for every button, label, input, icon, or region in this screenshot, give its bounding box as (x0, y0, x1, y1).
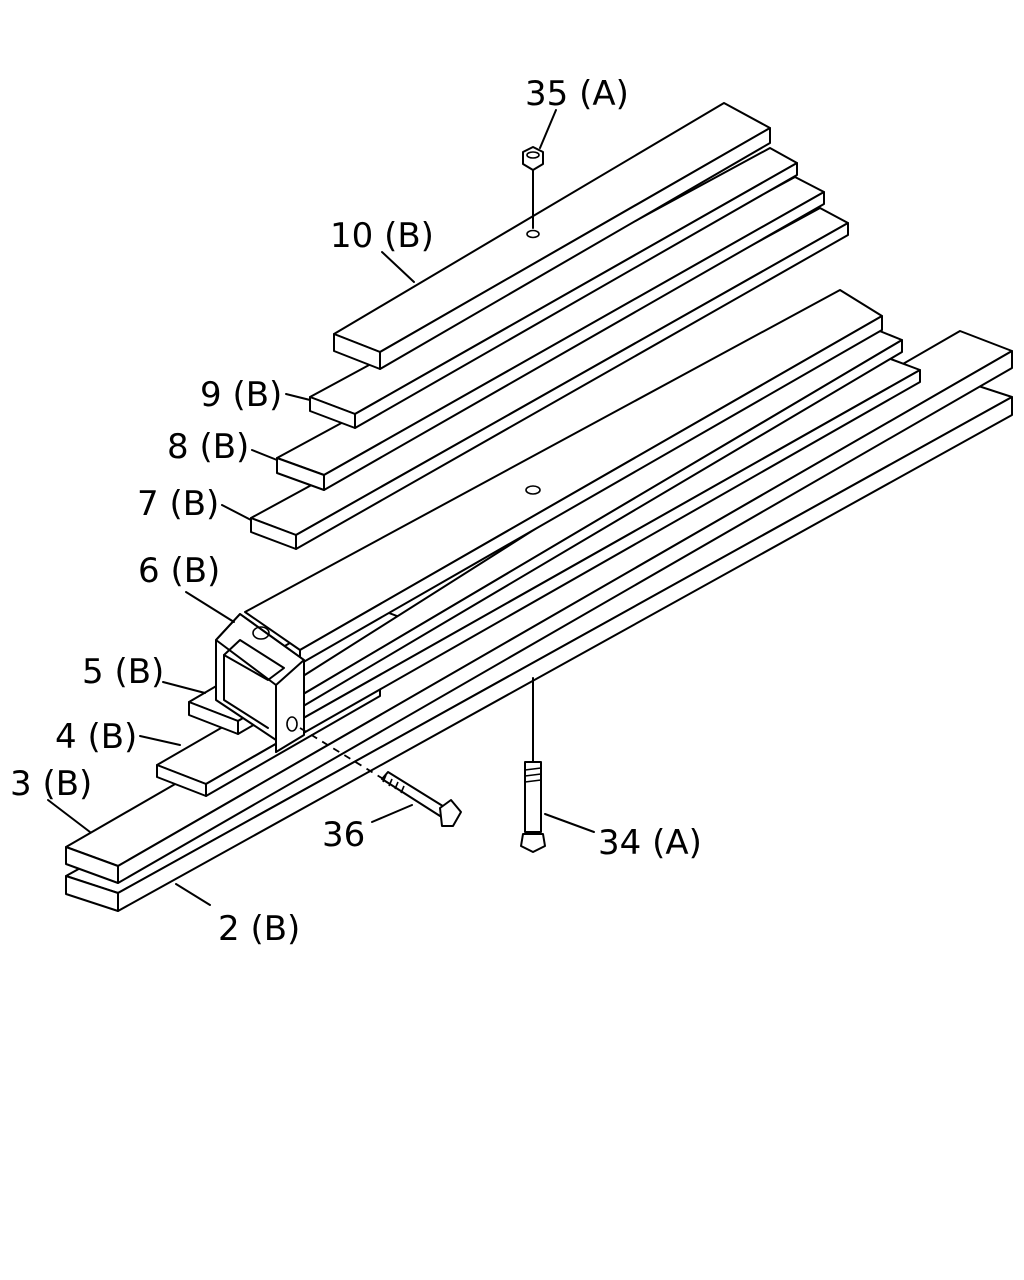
label-10: 10 (B) (330, 216, 434, 256)
label-34: 34 (A) (598, 823, 702, 863)
label-5: 5 (B) (82, 652, 164, 692)
leader-5 (162, 681, 206, 694)
label-3: 3 (B) (10, 764, 92, 804)
leader-34 (544, 813, 595, 833)
label-7: 7 (B) (137, 484, 219, 524)
label-36: 36 (322, 815, 365, 855)
label-35: 35 (A) (525, 74, 629, 114)
leader-3 (47, 799, 91, 833)
label-6: 6 (B) (138, 551, 220, 591)
leader-9 (285, 393, 311, 401)
center-hole (525, 485, 541, 495)
leader-8 (251, 449, 278, 461)
leaf-10 (333, 102, 771, 370)
top-hole (526, 229, 540, 239)
leader-36 (371, 804, 413, 823)
leader-4 (139, 735, 181, 746)
leaf-6 (244, 289, 883, 665)
leader-7 (221, 504, 252, 521)
label-9: 9 (B) (200, 375, 282, 415)
label-8: 8 (B) (167, 427, 249, 467)
center-bolt-34 (520, 761, 546, 853)
rebound-clip (215, 613, 305, 753)
center-nut-35 (522, 146, 544, 171)
leader-2 (175, 883, 211, 906)
leaf-6-middle (299, 322, 903, 709)
leader-35 (539, 109, 557, 149)
bolt-36 (381, 771, 462, 827)
leaf-7 (250, 207, 849, 550)
leader-6 (185, 591, 235, 623)
leaf-8 (276, 176, 825, 491)
label-4: 4 (B) (55, 717, 137, 757)
leader-10 (381, 251, 415, 283)
bolt-36-axis (299, 727, 386, 781)
label-2: 2 (B) (218, 909, 300, 949)
